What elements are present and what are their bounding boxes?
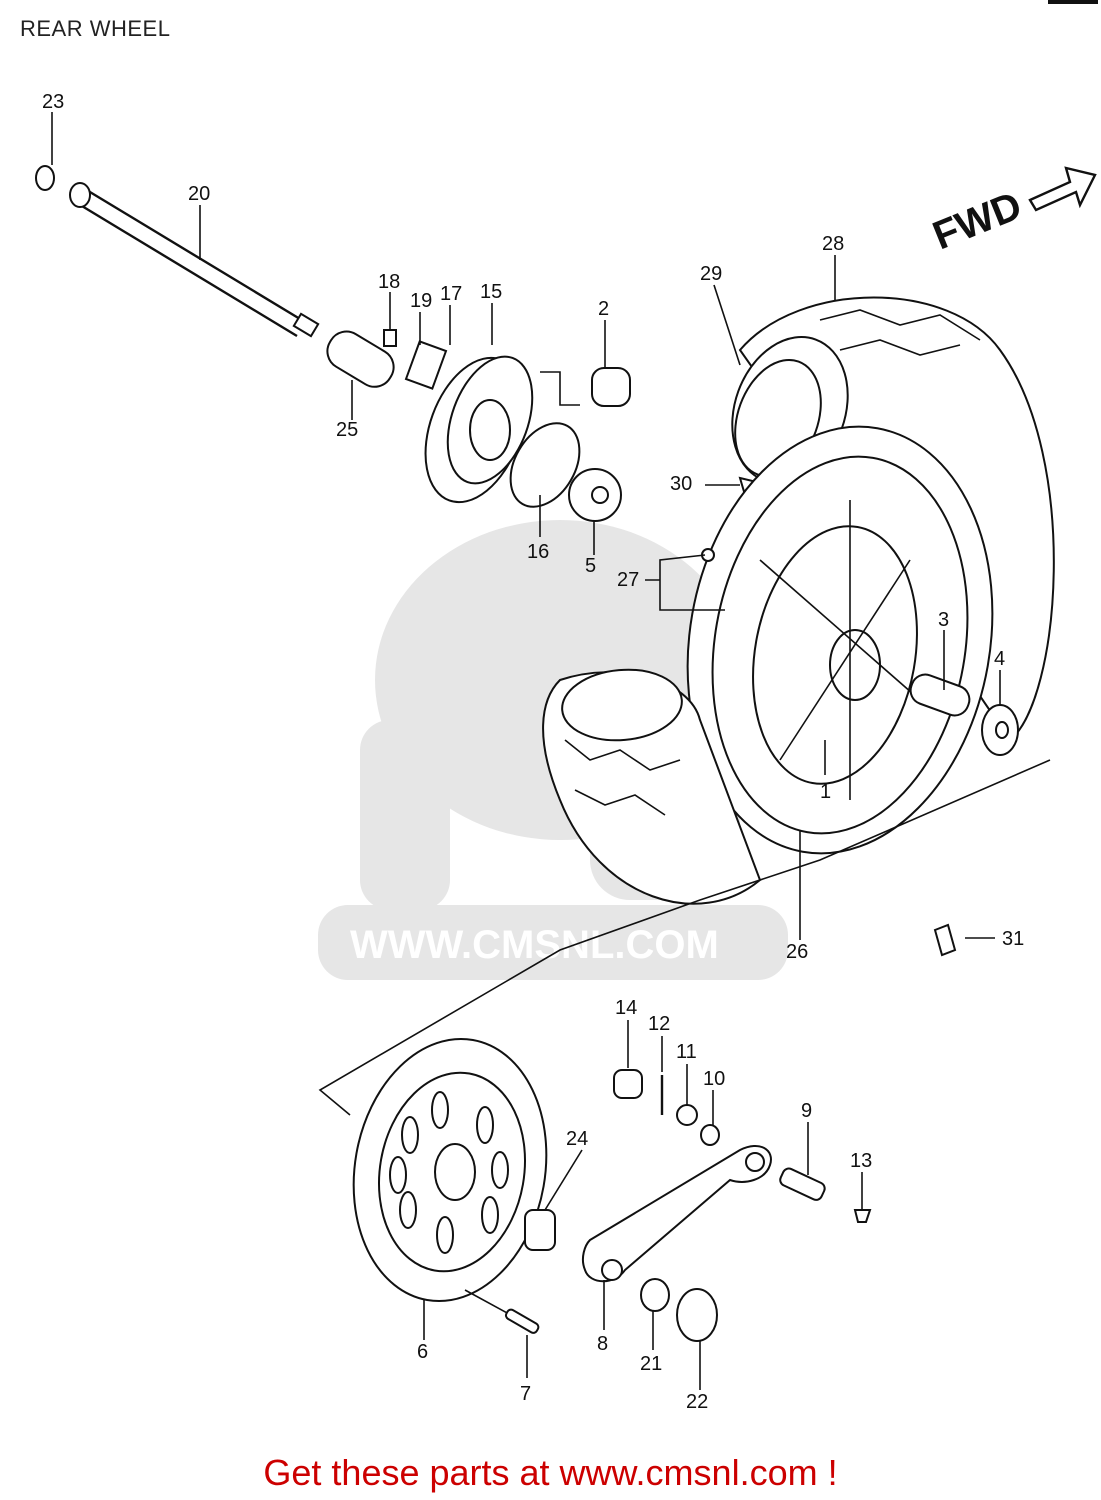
part-label-11: 11	[676, 1041, 697, 1063]
part-label-15: 15	[480, 281, 502, 303]
part-label-22: 22	[686, 1391, 708, 1413]
part-label-28: 28	[822, 233, 844, 255]
leader-lines	[51, 112, 1001, 1390]
part-label-24: 24	[566, 1128, 588, 1150]
watermark-logo: CMS WWW.CMSNL.COM	[318, 520, 788, 980]
hub-assembly	[383, 329, 631, 522]
forward-direction-indicator: FWD	[927, 166, 1097, 258]
part-label-25: 25	[336, 419, 358, 441]
part-label-12: 12	[648, 1013, 670, 1035]
wheel-assembly	[686, 425, 1019, 855]
part-label-1: 1	[820, 781, 831, 803]
part-label-20: 20	[188, 183, 210, 205]
fwd-arrow-icon	[1028, 166, 1097, 212]
part-label-2: 2	[598, 298, 609, 320]
part-label-9: 9	[801, 1100, 812, 1122]
part-label-17: 17	[440, 283, 462, 305]
torque-link-assembly	[581, 923, 957, 1342]
part-label-8: 8	[597, 1333, 608, 1355]
part-label-3: 3	[938, 609, 949, 631]
part-label-27: 27	[617, 569, 639, 591]
part-label-5: 5	[585, 555, 596, 577]
part-label-26: 26	[786, 941, 808, 963]
watermark-logo-text: CMS	[470, 845, 559, 889]
fwd-label: FWD	[927, 183, 1028, 258]
lower-tire	[542, 668, 762, 905]
part-label-16: 16	[527, 541, 549, 563]
part-number-labels: 23 20 18 19 17 15 2 25 16 5 29 28 30 27 …	[42, 91, 1024, 1413]
part-label-19: 19	[410, 290, 432, 312]
part-label-31: 31	[1002, 928, 1024, 950]
axle-assembly	[35, 165, 395, 388]
top-edge-mark	[1048, 0, 1098, 4]
sprocket-assembly	[352, 1037, 556, 1334]
part-label-21: 21	[640, 1353, 662, 1375]
page-title: REAR WHEEL	[20, 16, 171, 41]
part-label-18: 18	[378, 271, 400, 293]
group-divider-line	[318, 759, 1051, 1116]
part-label-7: 7	[520, 1383, 531, 1405]
footer-link[interactable]: Get these parts at www.cmsnl.com !	[263, 1452, 838, 1493]
part-label-14: 14	[615, 997, 637, 1019]
part-label-30: 30	[670, 473, 692, 495]
watermark-url: WWW.CMSNL.COM	[350, 923, 719, 967]
part-label-13: 13	[850, 1150, 872, 1172]
part-label-10: 10	[703, 1068, 725, 1090]
part-label-23: 23	[42, 91, 64, 113]
part-label-29: 29	[700, 263, 722, 285]
part-label-6: 6	[417, 1341, 428, 1363]
part-label-4: 4	[994, 648, 1005, 670]
